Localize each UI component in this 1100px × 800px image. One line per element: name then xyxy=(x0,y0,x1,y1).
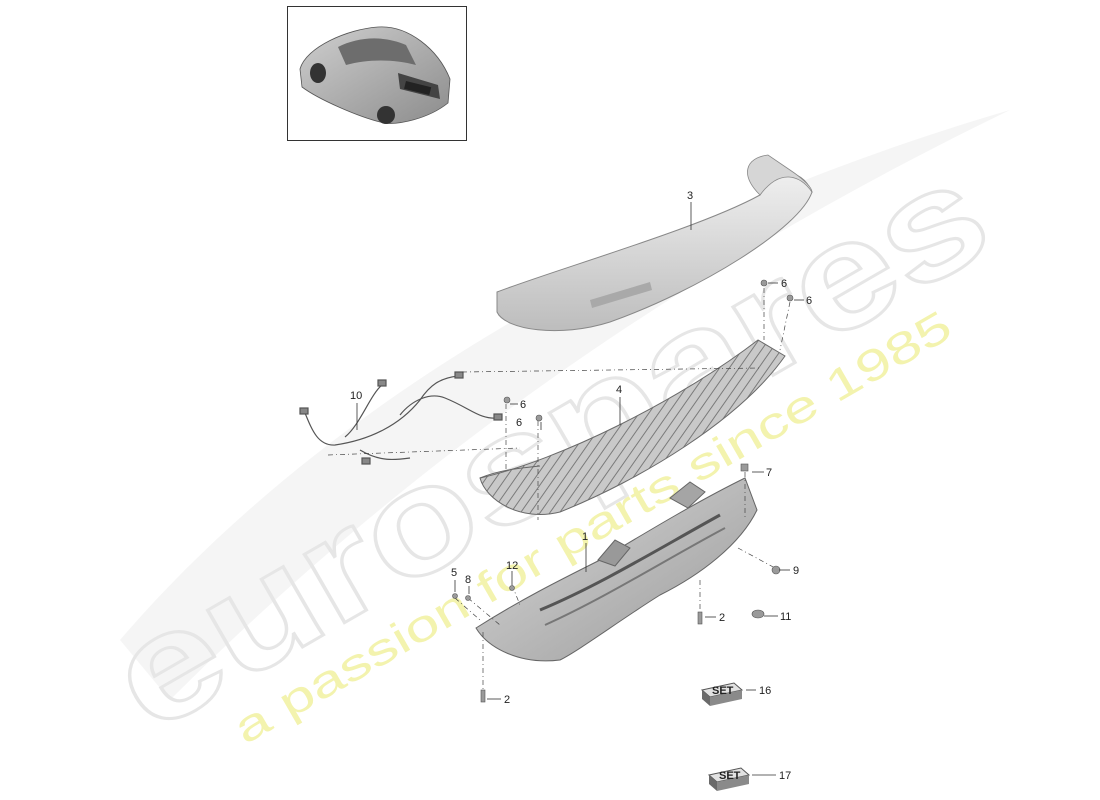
callout-2: 2 xyxy=(719,612,725,624)
callout-4: 4 xyxy=(616,384,622,396)
callout-6: 6 xyxy=(520,399,526,411)
callout-labels: 3 4 1 10 6 6 6 6 7 9 11 2 2 5 8 12 16 17 xyxy=(350,190,812,782)
callout-16: 16 xyxy=(759,685,771,697)
clip-icon xyxy=(740,463,749,472)
callout-1: 1 xyxy=(582,531,588,543)
bolt-icon xyxy=(465,595,471,601)
clip-icon xyxy=(760,279,768,287)
callout-7: 7 xyxy=(766,467,772,479)
callout-17: 17 xyxy=(779,770,791,782)
clip-icon xyxy=(786,294,794,302)
screw-icon xyxy=(452,593,458,599)
relation-line xyxy=(467,597,501,626)
clip-icon xyxy=(535,414,543,422)
callout-3: 3 xyxy=(687,190,693,202)
callout-10: 10 xyxy=(350,390,362,402)
callout-9: 9 xyxy=(793,565,799,577)
rear-spoiler-frame xyxy=(475,477,758,662)
callout-5: 5 xyxy=(451,567,457,579)
callout-6: 6 xyxy=(781,278,787,290)
spoiler-grille xyxy=(479,339,786,515)
set-label: SET xyxy=(712,685,734,697)
set-label: SET xyxy=(719,770,741,782)
callout-6: 6 xyxy=(806,295,812,307)
callout-8: 8 xyxy=(465,574,471,586)
hardware-items xyxy=(452,279,794,703)
pin-icon xyxy=(480,689,486,703)
relation-line xyxy=(454,597,481,621)
relation-line xyxy=(327,447,521,456)
rear-spoiler-cover xyxy=(496,154,813,332)
car-thumbnail-box xyxy=(287,6,467,141)
car-thumbnail-icon xyxy=(299,26,451,124)
screw-icon xyxy=(509,585,515,591)
callout-12: 12 xyxy=(506,560,518,572)
nut-icon xyxy=(771,565,781,575)
callout-6: 6 xyxy=(516,417,522,429)
grommet-icon xyxy=(751,609,765,619)
callout-2: 2 xyxy=(504,694,510,706)
relation-line xyxy=(779,301,791,351)
set-box-16: SET xyxy=(700,682,744,706)
watermark-swoosh xyxy=(120,110,1010,700)
relation-line xyxy=(461,367,761,373)
pin-icon xyxy=(697,611,703,625)
leader-lines xyxy=(356,202,804,776)
callout-11: 11 xyxy=(780,611,791,623)
wiring-harness xyxy=(299,371,503,465)
set-box-17: SET xyxy=(707,767,751,791)
relation-line xyxy=(737,547,776,569)
clip-icon xyxy=(503,396,511,404)
